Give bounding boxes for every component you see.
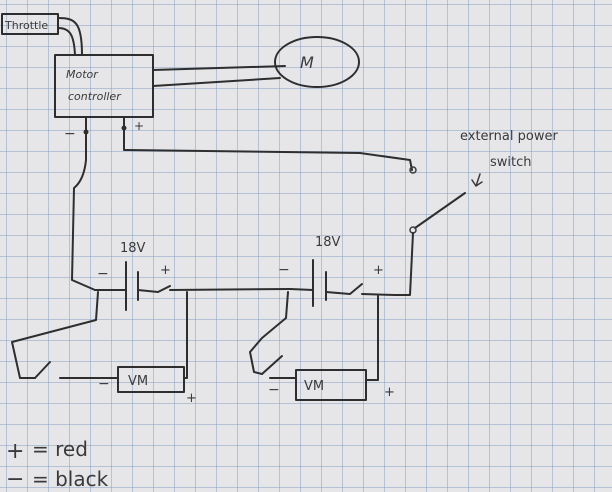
throttle-wire-2 [57, 27, 76, 56]
switch-label-line2: switch [490, 155, 532, 170]
motor-controller-label-line2: controller [68, 90, 122, 103]
voltmeter-left-box [117, 366, 185, 393]
voltmeter-left-switch [34, 361, 51, 379]
switch-top-contact [409, 166, 417, 174]
voltmeter-right-neg-wire [249, 291, 289, 375]
voltmeter-left-minus-sign: − [98, 376, 110, 392]
legend-minus-symbol: − [6, 467, 24, 492]
throttle-box [1, 13, 59, 35]
controller-negative-wire [71, 117, 96, 291]
motor-controller: Motor controller [54, 54, 154, 118]
switch-label-line1: external power [460, 129, 558, 144]
controller-plus-sign: + [134, 119, 144, 133]
battery-left-plus-sign: + [160, 263, 171, 278]
battery-left-label: 18V [120, 241, 146, 256]
legend-plus-meaning: = red [32, 437, 88, 461]
throttle-wire-1 [57, 17, 83, 56]
voltmeter-right-label: VM [304, 379, 324, 394]
voltmeter-right-plus-sign: + [384, 385, 395, 400]
switch-to-battery-wire [394, 232, 414, 296]
motor-wire-1 [152, 65, 286, 71]
battery-right-neg-lead [289, 288, 314, 291]
voltmeter-right-switch [261, 355, 283, 375]
battery-right-pos-lead [325, 283, 396, 296]
series-link-wire [169, 288, 291, 291]
legend-plus-symbol: + [6, 439, 24, 464]
motor-circle [274, 36, 360, 88]
voltmeter-left-neg-wire [11, 291, 99, 379]
legend: + = red − = black [6, 437, 109, 492]
voltmeter-right-minus-sign: − [268, 382, 280, 398]
voltmeter-right-pos-wire [365, 295, 379, 381]
battery-right-plus-sign: + [373, 263, 384, 278]
voltmeter-right-box [295, 369, 367, 401]
switch-label-arrow [471, 173, 483, 188]
battery-right: 18V − + [278, 235, 384, 307]
motor-label: M [300, 53, 314, 72]
motor-controller-box [54, 54, 154, 118]
voltmeter-left-plus-sign: + [186, 391, 197, 406]
battery-left-minus-sign: − [97, 266, 109, 282]
motor-wire-2 [152, 77, 281, 87]
battery-right-minus-sign: − [278, 262, 290, 278]
battery-right-label: 18V [315, 235, 341, 250]
motor-controller-label-line1: Motor [66, 68, 99, 81]
motor: M [274, 36, 360, 88]
battery-left-pos-lead [137, 285, 171, 293]
throttle-label: Throttle [4, 19, 48, 32]
voltmeter-left-label: VM [128, 374, 148, 389]
controller-minus-sign: − [64, 126, 76, 142]
legend-minus-meaning: = black [32, 467, 109, 491]
switch-blade [414, 192, 466, 229]
throttle: Throttle [1, 13, 59, 35]
controller-positive-wire [123, 117, 413, 171]
voltmeter-left-pos-wire [183, 291, 188, 379]
battery-left: 18V − + [97, 241, 171, 311]
